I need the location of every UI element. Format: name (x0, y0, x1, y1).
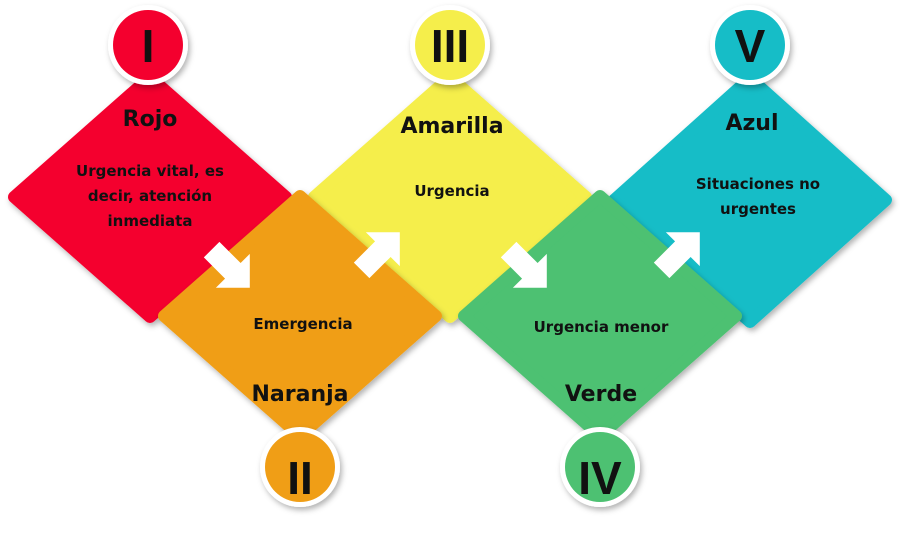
step-4-numeral: IV (578, 452, 622, 504)
step-5-numeral: V (735, 20, 766, 72)
step-2-numeral: II (287, 452, 313, 504)
arrow-icon-2 (353, 232, 400, 279)
arrow-icon-4 (653, 232, 700, 279)
step-3-numeral: III (431, 20, 469, 72)
arrow-icon-3 (500, 241, 547, 288)
step-3-description: Urgencia (414, 182, 489, 200)
step-5-description-line-1: Situaciones no (696, 175, 820, 193)
step-5-title: Azul (725, 111, 778, 136)
step-1-description-line-3: inmediata (108, 212, 193, 230)
step-5-badge (715, 10, 785, 80)
step-2-title: Naranja (251, 382, 348, 407)
step-1-title: Rojo (123, 107, 178, 132)
step-4-title: Verde (565, 382, 637, 407)
step-2-description: Emergencia (253, 315, 352, 333)
step-3-badge (415, 10, 485, 80)
step-1-description-line-2: decir, atención (88, 187, 212, 205)
arrow-icon-1 (203, 241, 250, 288)
step-1-badge (113, 10, 183, 80)
step-4-description: Urgencia menor (534, 318, 669, 336)
step-5-description-line-2: urgentes (720, 200, 796, 218)
step-3-title: Amarilla (400, 114, 503, 139)
step-2-badge (265, 432, 335, 502)
step-4-badge (565, 432, 635, 502)
step-1-description-line-1: Urgencia vital, es (76, 162, 224, 180)
step-1-numeral: I (142, 20, 155, 72)
